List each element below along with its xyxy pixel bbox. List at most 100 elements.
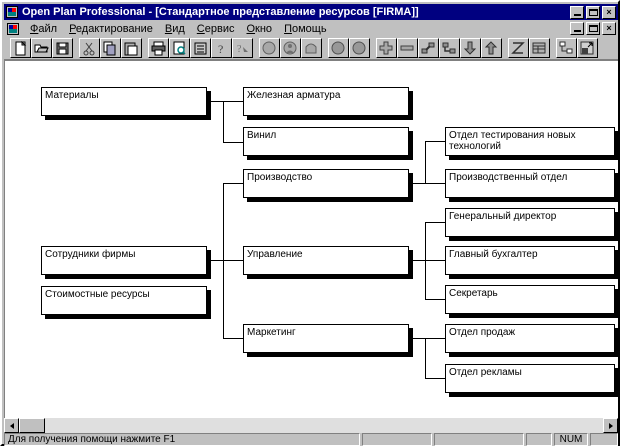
connector-line [223, 142, 243, 143]
resource-circle-icon[interactable] [259, 38, 280, 58]
node-box[interactable]: Секретарь [445, 285, 615, 314]
menu-item-tools[interactable]: Сервис [196, 22, 235, 35]
node-sekretar[interactable]: Секретарь [445, 285, 618, 318]
node-proizvodstvo[interactable]: Производство [243, 169, 413, 202]
cut-scissors-icon[interactable] [79, 38, 100, 58]
filled-circle-2-icon[interactable] [349, 38, 370, 58]
node-box[interactable]: Отдел продаж [445, 324, 615, 353]
menu-item-edit[interactable]: Редактирование [69, 22, 153, 35]
node-box[interactable]: Маркетинг [243, 324, 409, 353]
node-box[interactable]: Управление [243, 246, 409, 275]
node-marketing[interactable]: Маркетинг [243, 324, 413, 357]
node-stoim-res[interactable]: Стоимостные ресурсы [41, 286, 211, 319]
zigzag-icon[interactable] [508, 38, 529, 58]
remove-minus-icon[interactable] [397, 38, 418, 58]
node-box[interactable]: Сотрудники фирмы [41, 246, 207, 275]
connector-line [409, 183, 425, 184]
mdi-minimize-button[interactable] [570, 22, 584, 35]
mdi-close-button[interactable]: × [602, 22, 616, 35]
node-box[interactable]: Главный бухгалтер [445, 246, 615, 275]
node-sotrudniki[interactable]: Сотрудники фирмы [41, 246, 211, 279]
print-preview-icon[interactable] [169, 38, 190, 58]
node-box[interactable]: Производственный отдел [445, 169, 615, 198]
filled-circle-icon[interactable] [328, 38, 349, 58]
node-label: Производственный отдел [449, 172, 568, 183]
node-box[interactable]: Отдел рекламы [445, 364, 615, 393]
connector-line [409, 338, 425, 339]
node-box[interactable]: Производство [243, 169, 409, 198]
add-plus-icon[interactable] [376, 38, 397, 58]
node-otdel-prodaz[interactable]: Отдел продаж [445, 324, 618, 357]
menu-item-window[interactable]: Окно [246, 22, 273, 35]
node-materialy[interactable]: Материалы [41, 87, 211, 120]
connector-line [425, 141, 426, 183]
document-icon[interactable] [6, 22, 20, 36]
node-label: Сотрудники фирмы [45, 249, 136, 260]
zoom-fit-icon[interactable] [577, 38, 598, 58]
mdi-restore-button[interactable] [586, 22, 600, 35]
menu-bar: Файл Редактирование Вид Сервис Окно Помо… [4, 20, 618, 37]
node-otdel-rekl[interactable]: Отдел рекламы [445, 364, 618, 397]
node-label: Секретарь [449, 288, 498, 299]
node-box[interactable]: Отдел тестирования новых технологий [445, 127, 615, 156]
promote-up-arrow-icon[interactable] [481, 38, 502, 58]
connector-line [409, 260, 425, 261]
node-label: Винил [247, 130, 277, 141]
print-icon[interactable] [148, 38, 169, 58]
new-icon[interactable] [10, 38, 31, 58]
status-bar: Для получения помощи нажмите F1 NUM [4, 433, 618, 446]
title-bar: Open Plan Professional - [Стандартное пр… [4, 4, 618, 20]
horizontal-scrollbar[interactable] [4, 418, 618, 433]
status-pane-2 [434, 433, 524, 446]
layout-tree-icon[interactable] [556, 38, 577, 58]
scrollbar-track[interactable] [19, 418, 603, 433]
node-zhel-armat[interactable]: Железная арматура [243, 87, 413, 120]
node-label: Отдел рекламы [449, 367, 522, 378]
help-question-icon[interactable]: ? [211, 38, 232, 58]
close-button[interactable]: × [602, 5, 616, 19]
window-controls: × [570, 5, 616, 19]
minimize-button[interactable] [570, 5, 584, 19]
context-help-icon[interactable]: ? [232, 38, 253, 58]
node-gen-director[interactable]: Генеральный директор [445, 208, 618, 241]
save-disk-icon[interactable] [52, 38, 73, 58]
link-icon[interactable] [418, 38, 439, 58]
connector-line [223, 101, 243, 102]
maximize-button[interactable] [586, 5, 600, 19]
connector-line [425, 141, 445, 142]
node-box[interactable]: Генеральный директор [445, 208, 615, 237]
menu-item-help[interactable]: Помощь [284, 22, 327, 35]
scrollbar-thumb[interactable] [19, 418, 45, 433]
node-label: Отдел продаж [449, 327, 516, 338]
node-box[interactable]: Стоимостные ресурсы [41, 286, 207, 315]
open-folder-icon[interactable] [31, 38, 52, 58]
grid-table-icon[interactable] [529, 38, 550, 58]
node-gl-buhgalter[interactable]: Главный бухгалтер [445, 246, 618, 279]
svg-text:?: ? [237, 44, 242, 55]
scroll-right-arrow-icon[interactable] [603, 418, 618, 433]
status-message: Для получения помощи нажмите F1 [4, 433, 360, 446]
connector-line [425, 378, 445, 379]
copy-icon[interactable] [100, 38, 121, 58]
scroll-left-arrow-icon[interactable] [4, 418, 19, 433]
unlink-icon[interactable] [439, 38, 460, 58]
demote-down-arrow-icon[interactable] [460, 38, 481, 58]
menu-item-view[interactable]: Вид [164, 22, 185, 35]
sort-icon[interactable] [190, 38, 211, 58]
node-box[interactable]: Винил [243, 127, 409, 156]
resource-person-icon[interactable] [280, 38, 301, 58]
node-label: Железная арматура [247, 90, 341, 101]
paste-icon[interactable] [121, 38, 142, 58]
resource-shape-icon[interactable] [301, 38, 322, 58]
connector-line [425, 222, 445, 223]
node-otdel-test[interactable]: Отдел тестирования новых технологий [445, 127, 618, 160]
node-box[interactable]: Железная арматура [243, 87, 409, 116]
node-box[interactable]: Материалы [41, 87, 207, 116]
svg-text:?: ? [218, 42, 223, 56]
node-vinil[interactable]: Винил [243, 127, 413, 160]
menu-item-file[interactable]: Файл [30, 22, 58, 35]
node-proiz-otdel[interactable]: Производственный отдел [445, 169, 618, 202]
node-upravlenie[interactable]: Управление [243, 246, 413, 279]
